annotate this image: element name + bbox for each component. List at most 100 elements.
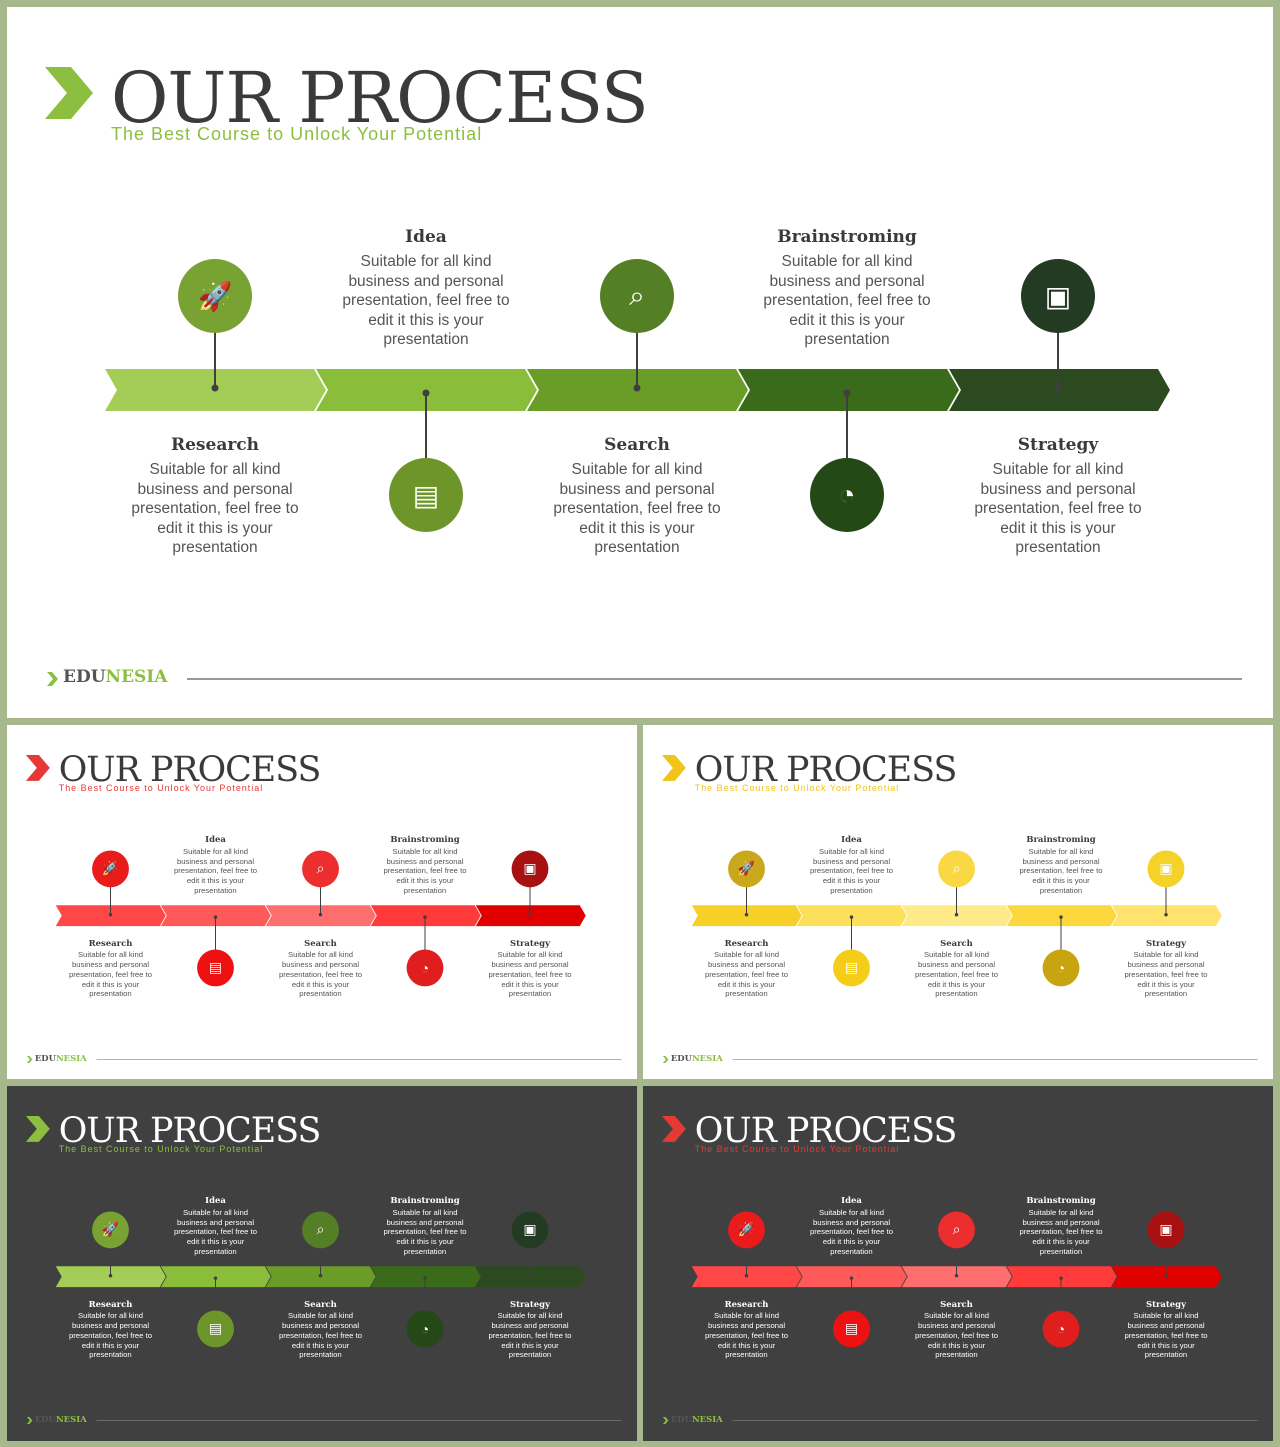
stage-dot bbox=[1054, 384, 1062, 392]
rocket-icon: 🚀 bbox=[101, 1221, 120, 1238]
stage-dot bbox=[849, 1276, 854, 1280]
title-chevron-icon bbox=[25, 1115, 50, 1142]
stage-title: Strategy bbox=[510, 1298, 550, 1309]
presentation-board-icon: ▣ bbox=[1159, 1221, 1173, 1238]
bar-chart-icon: ▤ bbox=[208, 1320, 223, 1337]
stage-title: Strategy bbox=[1146, 1298, 1186, 1309]
stage-icon-circle bbox=[810, 458, 884, 532]
speedometer-icon: ◔ bbox=[1056, 959, 1066, 976]
stage-title: Idea bbox=[841, 834, 862, 845]
stage-title: Brainstroming bbox=[1026, 834, 1096, 845]
stage-dot bbox=[954, 912, 959, 917]
stage-dot bbox=[213, 915, 218, 919]
brand-logo: EDUNESIA bbox=[671, 1415, 723, 1423]
stage-dot bbox=[1164, 912, 1168, 917]
process-graphic bbox=[25, 1115, 622, 1424]
speedometer-icon: ◔ bbox=[1056, 1320, 1066, 1337]
stage-description: Suitable for all kind business and perso… bbox=[914, 1311, 999, 1360]
brand-logo: EDUNESIA bbox=[35, 1054, 87, 1062]
stage-dot bbox=[318, 912, 323, 917]
page-title: OUR PROCESS bbox=[694, 749, 958, 790]
page-subtitle: The Best Course to Unlock Your Potential bbox=[694, 782, 900, 793]
stage-dot bbox=[423, 915, 427, 919]
stage-icon-circle bbox=[389, 458, 463, 532]
stage-icon-circle bbox=[938, 850, 975, 888]
stage-dot bbox=[108, 1273, 113, 1278]
stage-title: Research bbox=[724, 1298, 769, 1309]
stage-title: Search bbox=[304, 937, 337, 948]
stage-title: Brainstroming bbox=[1026, 1195, 1096, 1206]
stage-dot bbox=[108, 912, 113, 917]
stage-title: Search bbox=[940, 937, 973, 948]
magnifier-screen-icon: ⌕ bbox=[952, 860, 961, 877]
stage-title: Brainstroming bbox=[390, 1195, 460, 1206]
title-chevron-icon bbox=[661, 754, 686, 781]
presentation-board-icon: ▣ bbox=[1044, 280, 1072, 312]
stage-icon-circle bbox=[178, 259, 252, 333]
stage-description: Suitable for all kind business and perso… bbox=[1019, 846, 1103, 895]
brand-logo: EDUNESIA bbox=[63, 669, 167, 686]
stage-description: Suitable for all kind business and perso… bbox=[488, 950, 572, 999]
stage-dot bbox=[744, 1273, 749, 1278]
rocket-icon: 🚀 bbox=[101, 860, 120, 877]
presentation-board-icon: ▣ bbox=[1159, 860, 1173, 877]
stage-icon-circle bbox=[302, 850, 339, 888]
stage-icon-circle bbox=[406, 949, 444, 987]
brand-part-nesia: NESIA bbox=[105, 667, 168, 687]
stage-dot bbox=[633, 384, 641, 392]
stage-description: Suitable for all kind business and perso… bbox=[704, 950, 789, 999]
stage-title: Research bbox=[170, 435, 259, 455]
stage-icon-circle bbox=[833, 949, 870, 987]
brand-logo: EDUNESIA bbox=[35, 1415, 87, 1423]
brand-part-nesia: NESIA bbox=[55, 1414, 87, 1425]
page-title: OUR PROCESS bbox=[111, 57, 649, 139]
brand-chevron-icon bbox=[662, 1417, 669, 1424]
stage-title: Search bbox=[940, 1298, 973, 1309]
stage-icon-circle bbox=[600, 259, 674, 333]
brand-chevron-icon bbox=[47, 672, 58, 686]
page-subtitle: The Best Course to Unlock Your Potential bbox=[58, 782, 264, 793]
stage-description: Suitable for all kind business and perso… bbox=[974, 461, 1142, 557]
stage-dot bbox=[1164, 1273, 1168, 1278]
rocket-icon: 🚀 bbox=[737, 860, 756, 877]
stage-icon-circle bbox=[1042, 1310, 1080, 1348]
title-chevron-icon bbox=[25, 754, 50, 781]
bar-chart-icon: ▤ bbox=[844, 1320, 859, 1337]
stage-description: Suitable for all kind business and perso… bbox=[809, 1207, 894, 1256]
stage-dot bbox=[1059, 1276, 1063, 1280]
stage-description: Suitable for all kind business and perso… bbox=[809, 846, 894, 895]
stage-icon-circle bbox=[511, 1211, 549, 1249]
process-graphic bbox=[661, 1115, 1258, 1424]
stage-description: Suitable for all kind business and perso… bbox=[278, 1311, 363, 1360]
stage-icon-circle bbox=[197, 1310, 234, 1348]
brand-part-nesia: NESIA bbox=[55, 1053, 87, 1064]
stage-description: Suitable for all kind business and perso… bbox=[278, 950, 363, 999]
stage-description: Suitable for all kind business and perso… bbox=[704, 1311, 789, 1360]
process-graphic bbox=[661, 754, 1258, 1063]
brand-part-edu: EDU bbox=[670, 1053, 692, 1064]
stage-title: Idea bbox=[405, 227, 447, 247]
stage-icon-circle bbox=[1042, 949, 1080, 987]
brand-part-edu: EDU bbox=[34, 1414, 56, 1425]
stage-description: Suitable for all kind business and perso… bbox=[68, 1311, 153, 1360]
stage-icon-circle bbox=[406, 1310, 444, 1348]
stage-icon-circle bbox=[938, 1211, 975, 1249]
page-subtitle: The Best Course to Unlock Your Potential bbox=[58, 1143, 264, 1154]
stage-title: Brainstroming bbox=[390, 834, 460, 845]
